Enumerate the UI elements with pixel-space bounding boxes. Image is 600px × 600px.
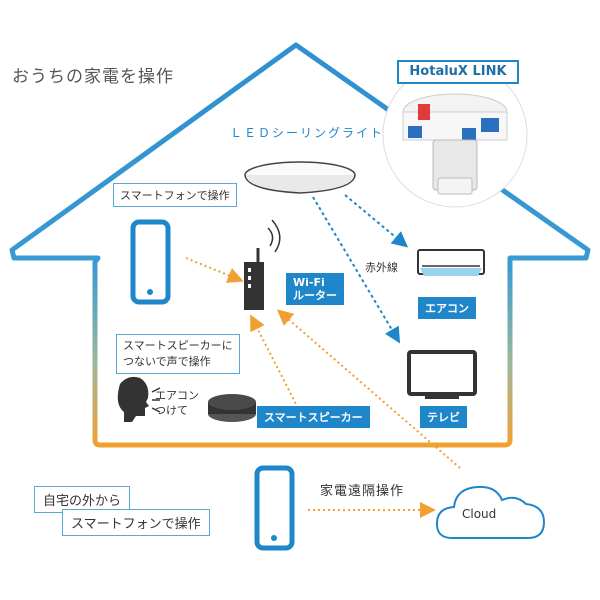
hotalux-device-icon — [382, 62, 528, 208]
infrared-label: 赤外線 — [365, 261, 398, 274]
router-label: ルーター — [293, 289, 337, 302]
speech-line2: つけて — [155, 404, 188, 417]
outside-label-line2: スマートフォンで操作 — [62, 509, 210, 536]
speaker-usage-line2: つないで声で操作 — [123, 355, 211, 368]
smartphone-outside-icon — [254, 465, 295, 551]
smartphone-label: スマートフォンで操作 — [113, 183, 237, 207]
person-head-icon — [117, 376, 161, 422]
aircon-icon — [417, 249, 485, 276]
router-icon — [244, 219, 281, 310]
remote-control-label: 家電遠隔操作 — [320, 484, 405, 499]
speech-line1: エアコン — [155, 389, 199, 402]
led-light-label: ＬＥＤシーリングライト — [230, 126, 385, 140]
brand-tag: HotaluX LINK — [397, 60, 519, 84]
wifi-label: Wi-Fi — [293, 276, 325, 289]
tv-icon — [407, 350, 477, 399]
speech-text: エアコン つけて — [155, 388, 199, 418]
wifi-router-tag: Wi-Fi ルーター — [286, 273, 344, 305]
tv-tag: テレビ — [420, 406, 467, 428]
speaker-usage-label: スマートスピーカーに つないで声で操作 — [116, 334, 240, 374]
outside-label-line1: 自宅の外から — [34, 486, 131, 513]
smart-speaker-tag: スマートスピーカー — [257, 406, 370, 428]
cloud-icon — [435, 485, 546, 539]
house-outline — [9, 42, 591, 448]
smartphone-icon — [130, 219, 171, 305]
ceiling-light-icon — [244, 161, 356, 194]
cloud-label: Cloud — [462, 507, 497, 521]
speaker-usage-line1: スマートスピーカーに — [123, 339, 233, 352]
aircon-tag: エアコン — [418, 297, 476, 319]
smart-speaker-icon — [208, 394, 256, 422]
page-title: おうちの家電を操作 — [12, 67, 174, 87]
